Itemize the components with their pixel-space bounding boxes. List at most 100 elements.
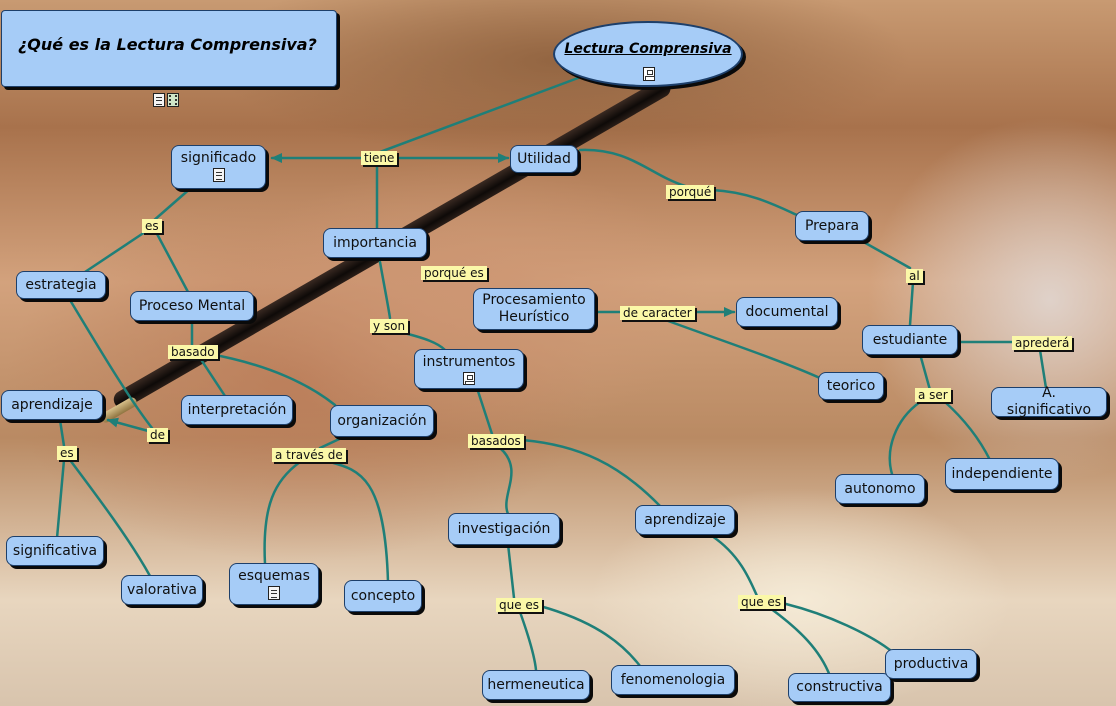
link-label-a-traves-de: a través de xyxy=(272,448,346,462)
node-teorico[interactable]: teorico xyxy=(818,372,884,400)
node-utilidad[interactable]: Utilidad xyxy=(510,145,578,173)
title-icons xyxy=(152,89,180,108)
line-quees-fenomenologia xyxy=(538,604,642,668)
link-label-porque-es: porqué es xyxy=(421,266,487,280)
line-root-tiene xyxy=(378,76,580,154)
line-estudiante-aser xyxy=(918,352,932,392)
link-label-de: de xyxy=(147,428,168,442)
line-basado-organizacion xyxy=(208,352,337,407)
node-interpretacion-label: interpretación xyxy=(187,401,287,418)
root-concept-label: Lectura Comprensiva xyxy=(564,41,732,57)
concept-map-icon[interactable] xyxy=(643,66,655,81)
node-significado-label: significado xyxy=(180,150,257,166)
node-significativa-label: significativa xyxy=(12,542,98,559)
node-autonomo[interactable]: autonomo xyxy=(835,474,925,504)
line-apredera-asignificativo xyxy=(1038,348,1048,390)
line-prepara-al xyxy=(858,238,912,270)
node-utilidad-label: Utilidad xyxy=(517,150,571,167)
node-independiente-label: independiente xyxy=(951,465,1053,482)
node-esquemas[interactable]: esquemas xyxy=(229,563,319,605)
line-es-estrategia xyxy=(83,230,147,274)
line-al-estudiante xyxy=(908,280,915,327)
node-fenomenologia-label: fenomenologia xyxy=(620,671,726,688)
link-label-es-aprendizaje: es xyxy=(57,446,77,460)
node-constructiva[interactable]: constructiva xyxy=(788,673,891,702)
line-atraves-esquemas xyxy=(263,460,302,566)
node-aprendizaje-left-label: aprendizaje xyxy=(11,396,93,413)
line-quees-productiva xyxy=(784,602,892,652)
node-organizacion-label: organización xyxy=(337,412,427,429)
line-quees-constructiva xyxy=(768,606,832,678)
node-autonomo-label: autonomo xyxy=(844,480,916,497)
node-significativa[interactable]: significativa xyxy=(6,536,104,566)
node-importancia[interactable]: importancia xyxy=(323,228,427,258)
node-estudiante[interactable]: estudiante xyxy=(862,325,958,355)
film-icon[interactable] xyxy=(167,92,179,107)
node-documental[interactable]: documental xyxy=(736,297,838,327)
node-estrategia-label: estrategia xyxy=(25,276,97,293)
node-productiva[interactable]: productiva xyxy=(885,649,977,679)
map-title-box: ¿Qué es la Lectura Comprensiva? xyxy=(1,10,337,107)
link-label-que-es-investigacion: que es xyxy=(496,598,543,612)
node-estrategia[interactable]: estrategia xyxy=(16,271,106,299)
node-investigacion-label: investigación xyxy=(457,520,551,537)
node-interpretacion[interactable]: interpretación xyxy=(181,395,293,425)
node-prepara-label: Prepara xyxy=(804,217,860,234)
node-esquemas-label: esquemas xyxy=(238,568,310,584)
node-hermeneutica-label: hermeneutica xyxy=(487,676,585,693)
node-a-significativo-label: A. significativo xyxy=(1006,385,1092,418)
line-estrategia-de xyxy=(68,298,154,430)
link-label-tiene: tiene xyxy=(361,151,398,165)
node-valorativa[interactable]: valorativa xyxy=(121,575,203,605)
line-es-proceso xyxy=(154,230,190,294)
line-aser-autonomo xyxy=(888,400,922,476)
line-aprendizaje-es xyxy=(58,418,66,448)
node-concepto-label: concepto xyxy=(350,587,416,604)
document-icon[interactable] xyxy=(212,168,225,182)
link-label-porque: porqué xyxy=(666,185,715,199)
concept-map-icon[interactable] xyxy=(463,372,475,385)
line-importancia-yson xyxy=(378,260,392,320)
node-independiente[interactable]: independiente xyxy=(945,458,1059,490)
node-fenomenologia[interactable]: fenomenologia xyxy=(611,665,735,695)
link-label-y-son: y son xyxy=(370,319,409,333)
line-es-valorativa xyxy=(68,458,152,578)
node-concepto[interactable]: concepto xyxy=(344,580,422,612)
line-yson-instrumentos xyxy=(398,330,447,352)
line-de-aprendizaje xyxy=(106,417,154,434)
line-basados-aprendizaje xyxy=(520,438,662,508)
node-valorativa-label: valorativa xyxy=(127,581,197,598)
node-significado[interactable]: significado xyxy=(171,145,266,189)
node-aprendizaje-mid-label: aprendizaje xyxy=(644,511,726,528)
node-estudiante-label: estudiante xyxy=(872,331,948,348)
node-productiva-label: productiva xyxy=(893,655,969,672)
link-label-basado: basado xyxy=(168,345,218,359)
line-porque-prepara xyxy=(710,188,799,217)
node-organizacion[interactable]: organización xyxy=(330,405,434,437)
document-icon[interactable] xyxy=(153,92,165,107)
node-instrumentos[interactable]: instrumentos xyxy=(414,349,524,389)
document-icon[interactable] xyxy=(268,586,280,600)
node-aprendizaje-left[interactable]: aprendizaje xyxy=(1,390,103,420)
line-basado-interpretacion xyxy=(198,356,227,398)
link-label-apredera: aprederá xyxy=(1012,336,1073,350)
line-investigacion-quees xyxy=(506,542,516,600)
node-a-significativo[interactable]: A. significativo xyxy=(991,385,1107,418)
line-atraves-concepto xyxy=(328,460,390,584)
root-concept[interactable]: Lectura Comprensiva xyxy=(553,21,743,87)
node-prepara[interactable]: Prepara xyxy=(795,211,869,241)
line-quees-hermeneutica xyxy=(518,610,538,672)
node-proceso-mental-label: Proceso Mental xyxy=(138,297,246,314)
node-aprendizaje-mid[interactable]: aprendizaje xyxy=(635,505,735,535)
line-basados-investigacion xyxy=(498,446,513,516)
node-proceso-mental[interactable]: Proceso Mental xyxy=(130,291,254,321)
link-label-que-es-aprendizaje: que es xyxy=(738,595,785,609)
link-label-basados: basados xyxy=(468,434,524,448)
node-hermeneutica[interactable]: hermeneutica xyxy=(482,670,590,700)
link-label-al: al xyxy=(906,269,923,283)
node-procesamiento-heuristico[interactable]: Procesamiento Heurístico xyxy=(473,288,595,330)
node-investigacion[interactable]: investigación xyxy=(448,513,560,545)
node-instrumentos-label: instrumentos xyxy=(422,354,516,370)
